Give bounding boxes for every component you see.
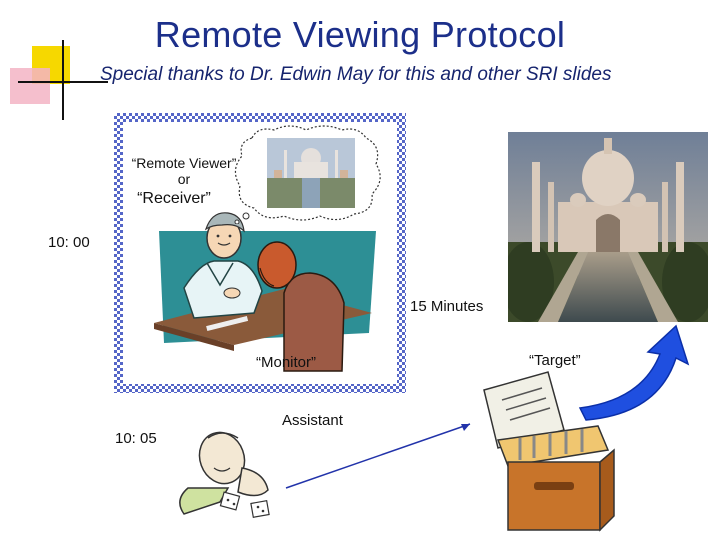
assistant-figure [168,408,288,532]
file-cabinet-figure [468,370,616,534]
or-label: or [114,171,254,187]
start-time-label: 10: 00 [48,234,90,251]
target-label: “Target” [529,352,581,369]
assistant-label: Assistant [282,412,343,429]
die [220,492,239,510]
duration-label: 15 Minutes [410,298,483,315]
die [251,501,269,518]
monitor-label: “Monitor” [256,354,316,371]
cabinet-drawer [508,462,600,530]
receiver-label: “Receiver” [104,190,244,208]
assistant-time-label: 10: 05 [115,430,157,447]
remote-viewer-label: “Remote Viewer” [114,155,254,171]
